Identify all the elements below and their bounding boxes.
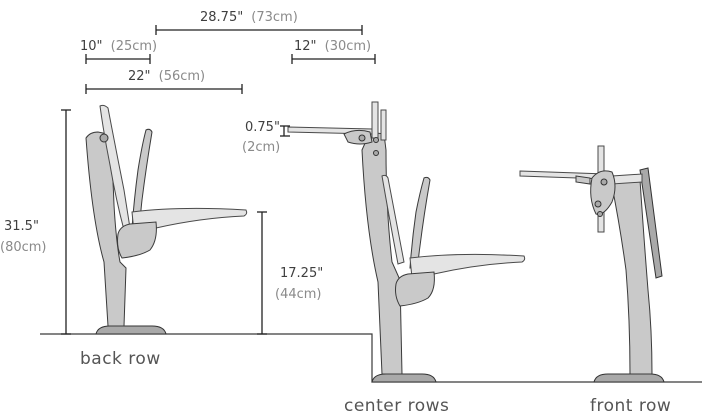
mechanism-pivot [600,178,608,186]
stand-rear-panel [639,167,663,279]
dimension-tablet-thickness: 0.75" (2cm) [242,120,290,155]
dimension-seat-depth: 22" (56cm) [85,65,243,94]
metric-value: (2cm) [242,140,280,155]
dimension-tablet-depth: 12" (30cm) [291,35,376,64]
imperial-value: 22" [128,69,151,84]
metric-value: (56cm) [159,69,206,84]
chair-seat [131,207,248,233]
tablet-mechanism [590,170,616,215]
chair-seat [409,253,526,279]
metric-value: (73cm) [251,10,298,25]
dimension-total-height: 31.5" (80cm) [0,109,71,335]
tablet-pivot [373,137,379,143]
tablet-post-rear [380,109,387,141]
imperial-value: 0.75" [245,120,280,135]
back-row-chair [85,104,248,335]
stand-cap [611,173,643,185]
chair-seat-cushion [395,271,435,307]
dimension-label: 28.75" (73cm) [200,6,298,25]
chair-seat-cushion [117,221,157,259]
tablet-pivot [358,134,366,142]
imperial-value: 31.5" [4,219,39,234]
tablet-pivot [373,150,379,156]
center-row-chair [287,101,526,383]
floor-tier-line [40,333,702,383]
chair-pivot [99,133,109,143]
tablet-arm [343,129,373,145]
metric-value: (80cm) [0,240,47,255]
metric-value: (30cm) [325,39,372,54]
stand-pedestal [611,175,653,375]
dimension-seat-height: 17.25" (44cm) [257,211,323,335]
chair-pedestal [85,131,127,327]
chair-base [371,373,437,383]
row-label-front: front row [590,396,671,414]
tablet-post [371,101,379,139]
chair-backrest-front [409,176,431,269]
front-row-tablet-stand [519,145,665,383]
stand-base [593,373,665,383]
mechanism-pivot [597,211,603,217]
tablet-bracket [575,175,591,185]
dimension-back-depth: 10" (25cm) [80,35,157,64]
chair-backrest-rear [381,174,405,265]
dimension-back-to-center: 28.75" (73cm) [155,6,363,35]
imperial-value: 12" [294,39,317,54]
metric-value: (44cm) [275,287,322,302]
dimension-label: 22" (56cm) [128,65,205,84]
row-label-center: center rows [344,396,449,414]
imperial-value: 28.75" [200,10,243,25]
imperial-value: 10" [80,39,103,54]
row-label-back: back row [80,349,161,369]
chair-base [95,325,167,335]
imperial-value: 17.25" [280,266,323,281]
metric-value: (25cm) [111,39,158,54]
mechanism-pivot [594,200,602,208]
dimension-label: 12" (30cm) [294,35,371,54]
dimension-label: 10" (25cm) [80,35,157,54]
